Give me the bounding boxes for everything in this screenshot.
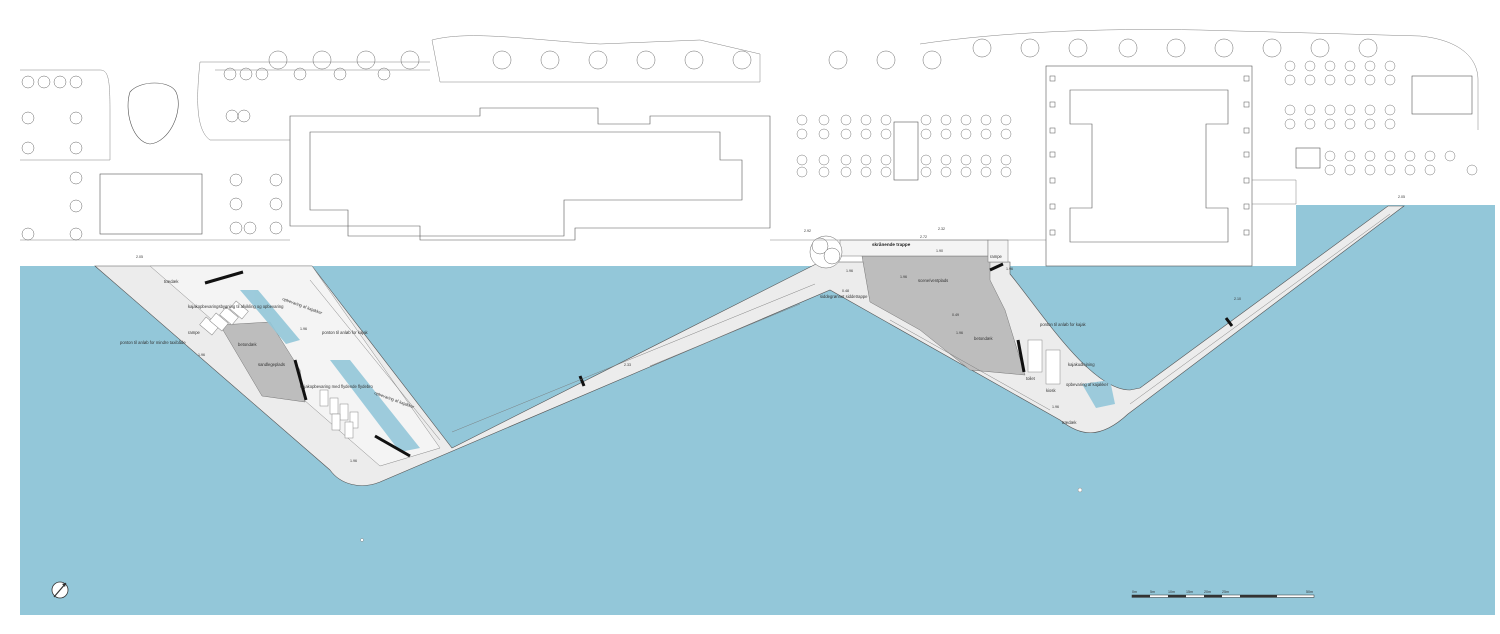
label-toilet: toilet (1026, 376, 1036, 381)
kayak-ramps-left (240, 290, 420, 452)
buoy-icon (1077, 487, 1083, 493)
scale-tick: 0m (1132, 590, 1137, 594)
accent-bars-left (204, 270, 586, 458)
accent-bars-middle (989, 262, 1234, 373)
parking-trees-middle (796, 114, 1012, 178)
level-marker: 1.96 (300, 327, 307, 331)
level-marker: 2.05 (1398, 195, 1405, 199)
label-rampe-left: rampe (188, 330, 201, 335)
level-markers: 2.05 1.96 1.96 1.96 2.33 2.92 2.32 1.96 … (136, 195, 1405, 463)
label-ponton: ponton til anløb for mindre taxibåde (120, 340, 186, 345)
level-marker: 1.96 (1006, 267, 1013, 271)
label-tiny-note-1: kajakopbevaringsbygning til afvikling og… (188, 304, 284, 309)
level-marker: 1.96 (1052, 405, 1059, 409)
label-kajak-udlejning: kajakudlejning (1068, 362, 1095, 367)
zigzag-promenade (94, 205, 1405, 486)
label-kayak-pontoon-1: ponton til anløb for kajak (322, 330, 369, 335)
buoy-icon (360, 538, 364, 542)
label-kayak-pontoon-right: ponton til anløb for kajak (1040, 322, 1087, 327)
scene-plaza (861, 255, 1026, 376)
parking-trees-right (1284, 60, 1478, 176)
label-betondaek-left: betondæk (238, 342, 258, 347)
label-kayak-storage-3: opbevaring af kajakker (1066, 382, 1109, 387)
level-marker: 1.96 (846, 269, 853, 273)
label-betondaek-right: betondæk (974, 336, 994, 341)
level-marker: 0.49 (952, 313, 959, 317)
level-marker: 2.92 (804, 229, 811, 233)
label-tiny-note-2: kajakopbevaring med flydende flydebro (300, 384, 374, 389)
level-marker: 0.48 (842, 289, 849, 293)
label-scene-plaza: scene/ventplads (918, 278, 948, 283)
label-siddegreen: siddegrønnet siddetrappe (820, 294, 868, 299)
level-marker: 2.33 (624, 363, 631, 367)
label-traedaek-left: trædæk (164, 279, 179, 284)
roads (20, 29, 1479, 241)
scale-tick: 10m (1168, 590, 1175, 594)
scale-bar: 0m 5m 10m 15m 20m 25m 50m (1131, 590, 1315, 598)
level-marker: 1.96 (350, 459, 357, 463)
scale-tick: 15m (1186, 590, 1193, 594)
scale-tick: 50m (1306, 590, 1313, 594)
kayak-ramp-right (1082, 380, 1115, 408)
building-right (1045, 65, 1473, 267)
north-arrow-icon (51, 581, 69, 599)
promenade-detail-lines (309, 213, 1391, 441)
building-main (289, 107, 771, 241)
level-marker: 1.96 (900, 275, 907, 279)
kayak-racks-right (1027, 339, 1061, 385)
building-right-markers (1049, 75, 1250, 236)
building-left (99, 82, 919, 235)
level-marker: 2.05 (136, 255, 143, 259)
level-marker: 1.90 (936, 249, 943, 253)
label-sandlegeplads: sandlegeplads (258, 362, 285, 367)
level-marker: 1.96 (956, 331, 963, 335)
level-marker: 2.10 (1234, 297, 1241, 301)
scale-tick: 5m (1150, 590, 1155, 594)
label-kiosk: kiosk (1046, 388, 1056, 393)
scale-tick: 20m (1204, 590, 1211, 594)
label-skraanende-trappe: skrånende trappe (872, 241, 911, 247)
skraanende-trappe (839, 239, 989, 257)
scale-tick: 25m (1222, 590, 1229, 594)
kayak-racks-left (199, 300, 359, 439)
label-rampe-right: rampe (990, 254, 1003, 259)
tree-rows (21, 38, 1378, 241)
label-traedaek-right: trædæk (1062, 420, 1077, 425)
level-marker: 1.96 (198, 353, 205, 357)
level-marker: 2.32 (938, 227, 945, 231)
level-marker: 2.72 (920, 235, 927, 239)
tree-cluster-icon (809, 235, 843, 269)
